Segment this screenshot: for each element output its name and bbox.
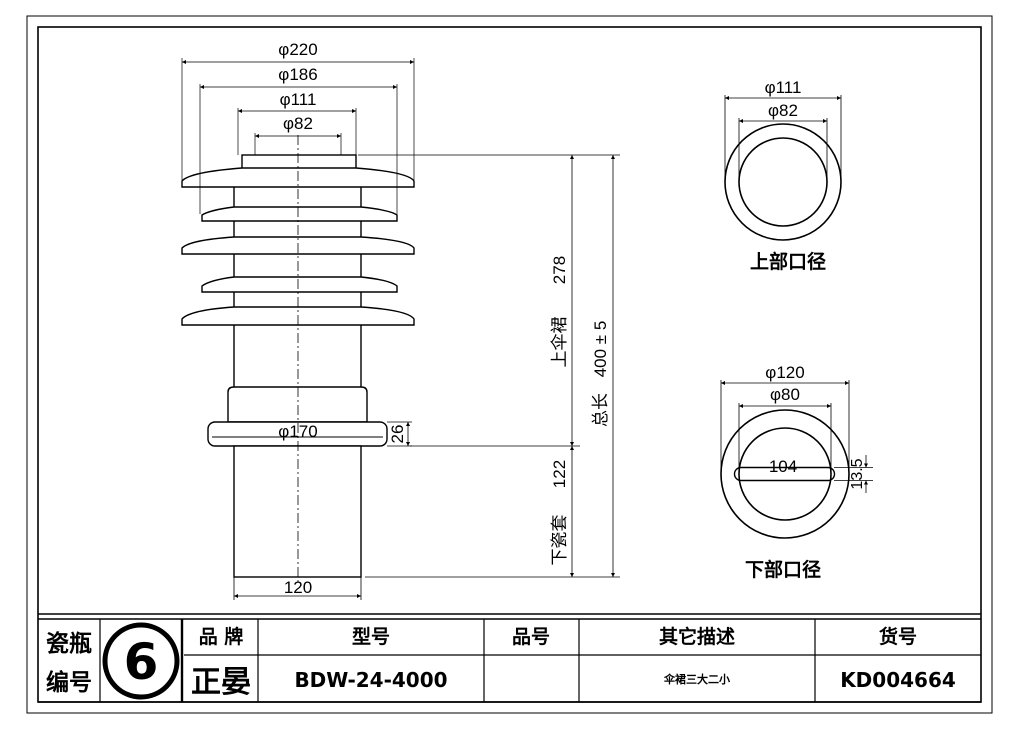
dim-flange-height: 26 xyxy=(388,425,407,444)
number-badge xyxy=(102,622,180,700)
outer-border xyxy=(26,15,993,714)
number-value: 6 xyxy=(124,633,159,691)
bottom-view-title: 下部口径 xyxy=(745,558,821,581)
top-inner-dim: φ82 xyxy=(768,101,798,120)
header-item-no: 货号 xyxy=(879,625,917,648)
dim-base-width: 120 xyxy=(284,578,312,597)
insulator-elevation xyxy=(181,154,415,578)
dim-phi186: φ186 xyxy=(278,65,317,84)
value-model: BDW-24-4000 xyxy=(294,668,447,692)
value-description: 伞裙三大二小 xyxy=(663,672,730,686)
inner-border xyxy=(37,26,982,703)
header-description: 其它描述 xyxy=(659,625,735,648)
dim-total-length: 总长 400 ± 5 xyxy=(591,321,610,427)
dim-upper-shed: 上伞裙 278 xyxy=(550,256,569,368)
number-label-line1: 瓷瓶 xyxy=(46,630,92,657)
slot-length-dim: 104 xyxy=(769,457,797,476)
title-block: 瓷瓶 编号 6 品 牌 型号 品号 其它描述 货号 正晏 BDW-24-4000… xyxy=(38,613,981,703)
svg-text:下瓷套: 下瓷套 xyxy=(550,515,569,566)
svg-text:122: 122 xyxy=(550,460,569,488)
dim-phi111: φ111 xyxy=(280,90,317,109)
dim-phi220: φ220 xyxy=(278,40,317,59)
header-brand: 品 牌 xyxy=(199,625,244,648)
top-view-title: 上部口径 xyxy=(750,250,826,273)
top-view: φ111 φ82 上部口径 xyxy=(724,78,842,273)
value-item-no: KD004664 xyxy=(840,668,956,692)
dim-phi82: φ82 xyxy=(283,114,313,133)
header-model: 型号 xyxy=(352,625,390,648)
svg-text:上伞裙: 上伞裙 xyxy=(550,317,569,368)
bottom-inner-dim: φ80 xyxy=(770,385,800,404)
dim-phi170: φ170 xyxy=(278,422,317,441)
top-dimension-lines xyxy=(182,60,414,138)
svg-text:278: 278 xyxy=(550,256,569,284)
svg-text:总长: 总长 xyxy=(591,393,610,427)
number-label-line2: 编号 xyxy=(46,669,92,696)
value-brand: 正晏 xyxy=(191,665,251,700)
dim-lower-porcelain: 下瓷套 122 xyxy=(550,460,569,566)
header-product-no: 品号 xyxy=(512,626,550,648)
top-outer-dim: φ111 xyxy=(765,78,802,97)
slot-width-dim: 13.5 xyxy=(849,458,866,489)
bottom-view: φ120 φ80 104 13.5 下部口径 xyxy=(720,363,873,581)
svg-text:400 ± 5: 400 ± 5 xyxy=(591,321,610,378)
bottom-outer-dim: φ120 xyxy=(765,363,804,382)
